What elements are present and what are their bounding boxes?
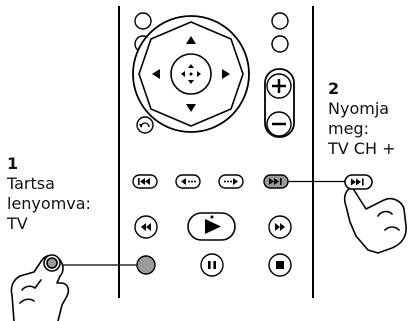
skip-next-button-highlighted[interactable] xyxy=(264,175,288,188)
step-text-line: Nyomja xyxy=(328,99,396,119)
rewind-button[interactable] xyxy=(135,216,157,238)
advance-button[interactable] xyxy=(219,175,243,188)
hand-pointer-1-icon xyxy=(11,255,68,321)
tv-button-highlighted[interactable] xyxy=(137,256,155,274)
stop-icon xyxy=(276,261,284,269)
dpad[interactable] xyxy=(133,16,249,132)
skip-previous-button[interactable] xyxy=(133,175,157,188)
hand-pointer-2-icon xyxy=(345,175,406,253)
step-2-instruction: 2 Nyomja meg: TV CH + xyxy=(328,79,396,159)
play-button[interactable] xyxy=(188,213,235,240)
step-number: 2 xyxy=(328,79,396,99)
fast-forward-button[interactable] xyxy=(269,216,291,238)
transport-row-3 xyxy=(137,254,291,276)
step-text-line: lenyomva: xyxy=(7,194,91,214)
top-right-button-1[interactable] xyxy=(272,13,288,29)
top-left-button-1[interactable] xyxy=(135,13,151,29)
replay-button[interactable] xyxy=(176,175,200,188)
step-text-line: TV xyxy=(7,214,91,234)
pause-button[interactable] xyxy=(201,254,223,276)
step-1-instruction: 1 Tartsa lenyomva: TV xyxy=(7,154,91,234)
transport-row-1 xyxy=(133,175,288,188)
step-text-line: Tartsa xyxy=(7,174,91,194)
transport-row-2 xyxy=(135,213,291,240)
return-button[interactable] xyxy=(137,117,153,133)
top-right-button-2[interactable] xyxy=(272,36,288,52)
stop-button[interactable] xyxy=(269,254,291,276)
step-number: 1 xyxy=(7,154,91,174)
step-text-line: TV CH + xyxy=(328,139,396,159)
step-text-line: meg: xyxy=(328,119,396,139)
volume-rocker[interactable] xyxy=(265,69,294,137)
